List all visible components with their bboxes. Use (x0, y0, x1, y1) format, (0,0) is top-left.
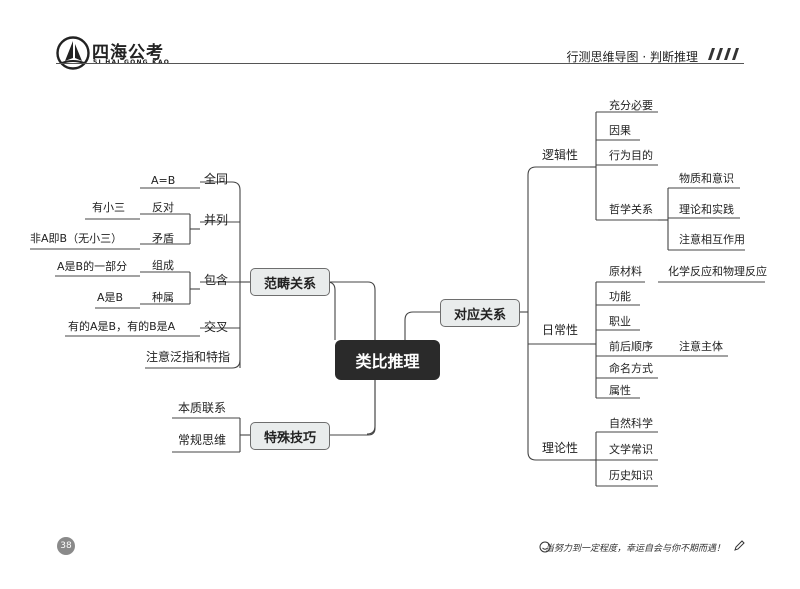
node-benzhi: 本质联系 (178, 401, 227, 415)
node-fanzhi: 注意泛指和特指 (146, 350, 231, 364)
node-zucheng-note: A是B的一部分 (57, 260, 128, 273)
stripes-decoration-icon (708, 48, 739, 60)
page-number: 38 (57, 537, 75, 555)
brand-logo: 四海公考 SI HAI GONG KAO (56, 36, 176, 72)
node-maodun: 矛盾 (152, 232, 174, 245)
node-binglie: 并列 (204, 213, 229, 227)
node-shuxing: 属性 (609, 384, 631, 397)
node-quantong: 全同 (204, 172, 229, 186)
node-gongneng: 功能 (609, 290, 631, 303)
correspondence-relation-node: 对应关系 (440, 299, 520, 327)
special-skills-node: 特殊技巧 (250, 422, 330, 450)
footer-motto: 当努力到一定程度，幸运自会与你不期而遇！ (545, 544, 726, 554)
node-jiaocha: 交叉 (204, 320, 229, 334)
node-qianhou: 前后顺序 (609, 340, 653, 353)
node-logic: 逻辑性 (542, 148, 579, 162)
node-quantong-note: A=B (151, 174, 176, 187)
node-ziran: 自然科学 (609, 417, 653, 430)
node-daily: 日常性 (542, 323, 579, 337)
sailboat-logo-icon (56, 36, 90, 70)
node-jiaocha-note: 有的A是B，有的B是A (68, 320, 176, 333)
node-xingwei: 行为目的 (609, 149, 653, 162)
node-lishi: 历史知识 (609, 469, 653, 482)
node-huaxue: 化学反应和物理反应 (668, 265, 767, 278)
node-duili: 反对 (152, 201, 174, 214)
center-topic: 类比推理 (335, 340, 440, 380)
node-zucheng: 组成 (152, 259, 174, 272)
node-yinguo: 因果 (609, 124, 631, 137)
category-relation-node: 范畴关系 (250, 268, 330, 296)
brand-name-cn: 四海公考 (92, 43, 164, 63)
node-wuzhi: 物质和意识 (679, 172, 734, 185)
node-zhuti: 注意主体 (679, 340, 723, 353)
node-lilun: 理论和实践 (679, 203, 734, 216)
node-zhongshu-note: A是B (97, 291, 124, 304)
node-chongfen: 充分必要 (609, 99, 653, 112)
node-zhongshu: 种属 (152, 291, 174, 304)
node-zhexue: 哲学关系 (609, 203, 653, 216)
node-theory: 理论性 (542, 441, 579, 455)
smile-icon (539, 541, 551, 553)
node-xianghu: 注意相互作用 (679, 233, 745, 246)
node-maodun-note: 非A即B（无小三） (30, 232, 123, 245)
node-zhiye: 职业 (609, 315, 631, 328)
node-duili-note: 有小三 (92, 201, 125, 214)
node-changgui: 常规思维 (178, 433, 227, 447)
node-yuancailiao: 原材料 (609, 265, 642, 278)
page-title: 行测思维导图 · 判断推理 (566, 50, 698, 64)
node-mingming: 命名方式 (609, 362, 653, 375)
node-baohan: 包含 (204, 273, 229, 287)
brand-name-en: SI HAI GONG KAO (93, 59, 170, 66)
node-wenxue: 文学常识 (609, 443, 653, 456)
header-rule (56, 63, 744, 64)
pencil-icon (734, 540, 745, 551)
